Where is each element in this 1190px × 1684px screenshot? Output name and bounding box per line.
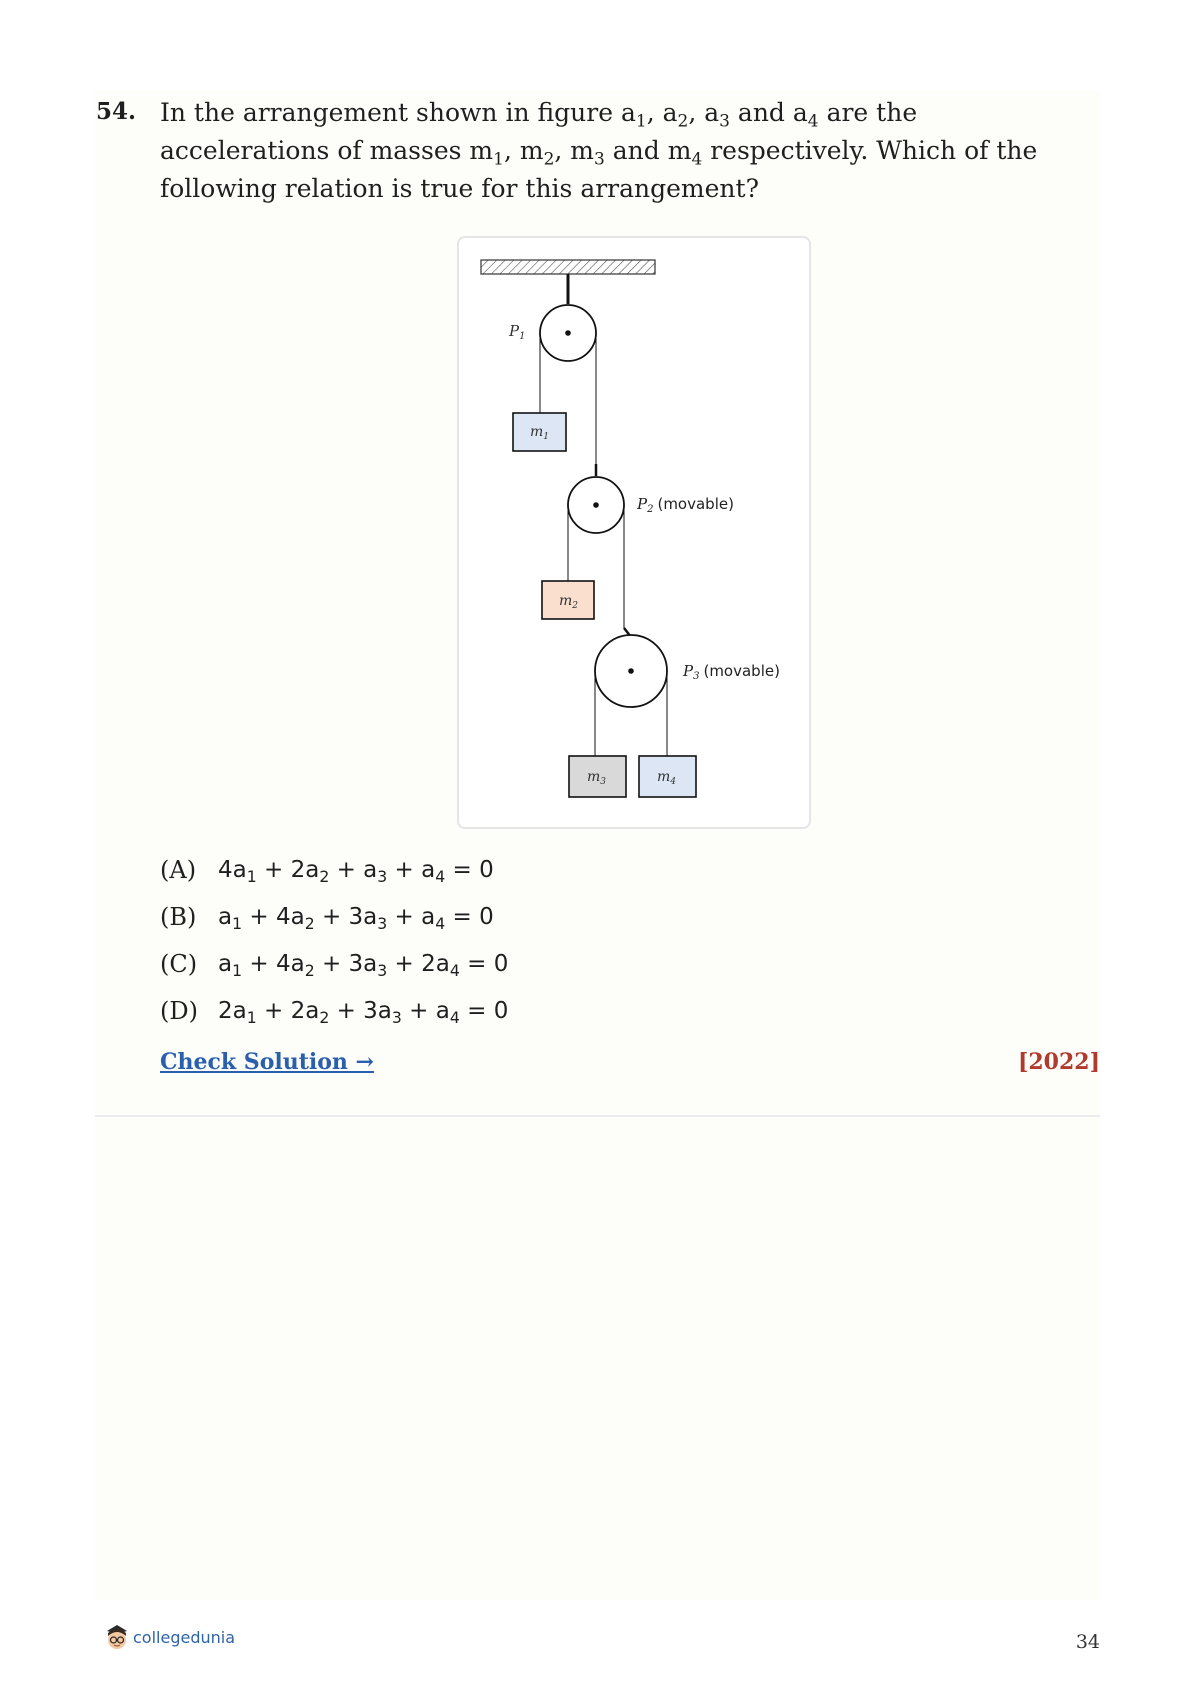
option-b[interactable]: (B) a1 + 4a2 + 3a3 + a4 = 0 [160,902,494,933]
option-a[interactable]: (A) 4a1 + 2a2 + a3 + a4 = 0 [160,855,494,886]
option-c[interactable]: (C) a1 + 4a2 + 3a3 + 2a4 = 0 [160,949,509,980]
mass-m2 [541,580,595,620]
mass-m4 [638,755,697,798]
options-list: (A) 4a1 + 2a2 + a3 + a4 = 0 (B) a1 + 4a2… [160,846,508,1034]
mass-m3 [568,755,627,798]
question-number: 54. [96,98,137,125]
year-badge: [2022] [1017,1049,1100,1075]
divider [95,1115,1100,1117]
page-number: 34 [1075,1631,1100,1653]
option-d[interactable]: (D) 2a1 + 2a2 + 3a3 + a4 = 0 [160,996,509,1027]
label-p2: P2(movable) [636,495,734,515]
ceiling [480,259,656,275]
collegedunia-logo[interactable]: collegedunia [104,1622,235,1652]
label-m3: m3 [587,769,606,787]
mascot-icon [107,1625,127,1649]
label-m2: m2 [559,593,578,611]
check-solution-link[interactable]: Check Solution → [160,1049,374,1075]
label-p3: P3(movable) [682,662,780,682]
pulley-diagram: P1 m1 P2(movable) m2 P3(movable) m3 m4 [480,259,780,798]
label-m1: m1 [530,424,549,442]
pulley-figure: P1 m1 P2(movable) m2 P3(movable) m3 m4 [457,236,811,829]
mass-m1 [512,412,567,452]
label-p1: P1 [508,322,525,342]
question-text: In the arrangement shown in figure a1, a… [160,98,1038,203]
label-m4: m4 [657,769,676,787]
